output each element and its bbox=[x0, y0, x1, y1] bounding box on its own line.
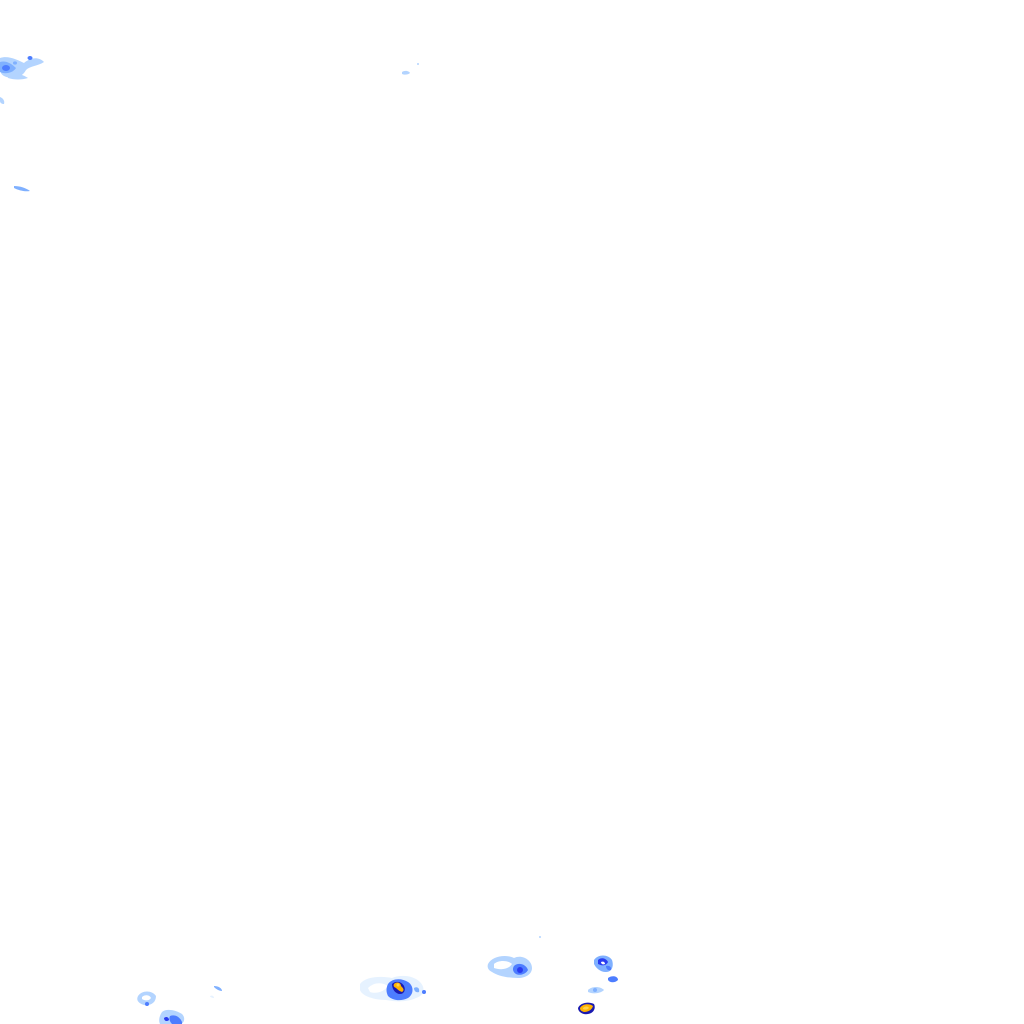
echo-top-center-speck bbox=[402, 63, 419, 75]
echo-bottom-center-cloud bbox=[487, 936, 541, 978]
echo-top-left-streak bbox=[14, 186, 30, 192]
echo-bottom-right-small bbox=[588, 976, 618, 994]
echo-bottom-right-cell bbox=[594, 955, 613, 972]
echo-bottom-left-lower bbox=[159, 1009, 185, 1024]
echo-bottom-center-storm bbox=[360, 975, 426, 1002]
echo-bottom-right-storm bbox=[578, 1002, 595, 1015]
echo-top-left-small bbox=[0, 97, 5, 104]
echo-bottom-left-dash bbox=[210, 986, 222, 998]
echo-bottom-left-ring bbox=[137, 991, 156, 1006]
echo-top-left-cluster bbox=[0, 56, 44, 80]
